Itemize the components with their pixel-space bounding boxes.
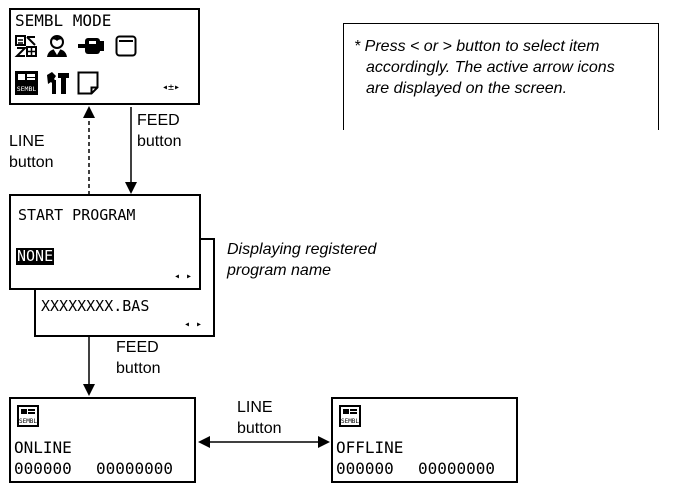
line-button-arrowhead: [83, 106, 95, 118]
document-icon: [77, 71, 99, 95]
start-program-nav-indicator: ◂ ▸: [174, 271, 193, 282]
line-arrow-left-head: [198, 436, 210, 448]
offline-screen: SEMBL OFFLINE 000000 00000000: [331, 397, 518, 483]
line-button-label-1: LINE button: [9, 133, 54, 171]
displaying-registered-note: Displaying registered program name: [227, 241, 377, 279]
tools-icon: [47, 72, 69, 94]
sembl-mode-title: SEMBL MODE: [15, 11, 112, 30]
feed-arrow-2-head: [83, 384, 95, 396]
online-status: ONLINE: [14, 438, 72, 457]
start-program-screen: START PROGRAM NONE ◂ ▸: [9, 194, 201, 290]
sembl-icon: SEMBL: [339, 405, 361, 427]
feed-button-label-1: FEED button: [137, 112, 182, 150]
offline-status: OFFLINE: [336, 438, 404, 457]
storage-card-icon: [115, 35, 137, 57]
program-name-value: XXXXXXXX.BAS: [41, 297, 150, 315]
selected-program-value: NONE: [16, 247, 55, 265]
user-icon: [47, 35, 67, 57]
online-screen: SEMBL ONLINE 000000 00000000: [9, 397, 196, 483]
program-name-nav-indicator: ◂ ▸: [184, 319, 203, 330]
instruction-note-box: * Press < or > button to select item acc…: [343, 23, 659, 130]
note-line-1: * Press < or > button to select item: [354, 38, 600, 55]
note-line-3: are displayed on the screen.: [366, 80, 568, 97]
svg-text:SEMBL: SEMBL: [341, 418, 359, 425]
interface-connector-icon: [78, 38, 104, 54]
svg-text:SEMBL: SEMBL: [17, 85, 37, 93]
sembl-icon: SEMBL: [17, 405, 39, 427]
feed-arrow-1-head: [125, 182, 137, 194]
note-line-2: accordingly. The active arrow icons: [366, 59, 615, 76]
online-counter-right: 00000000: [96, 459, 174, 478]
offline-counter-left: 000000: [336, 459, 394, 478]
sembl-nav-indicator: ◂±▸: [162, 82, 181, 93]
online-counter-left: 000000: [14, 459, 72, 478]
svg-text:SEMBL: SEMBL: [19, 418, 37, 425]
display-settings-icon: [14, 35, 37, 57]
sembl-icon: SEMBL: [15, 71, 38, 95]
feed-button-label-2: FEED button: [116, 339, 161, 377]
line-arrow-right-head: [318, 436, 330, 448]
sembl-mode-screen: SEMBL MODE: [9, 8, 200, 105]
offline-counter-right: 00000000: [418, 459, 496, 478]
start-program-title: START PROGRAM: [18, 206, 136, 224]
line-button-label-2: LINE button: [237, 399, 282, 437]
